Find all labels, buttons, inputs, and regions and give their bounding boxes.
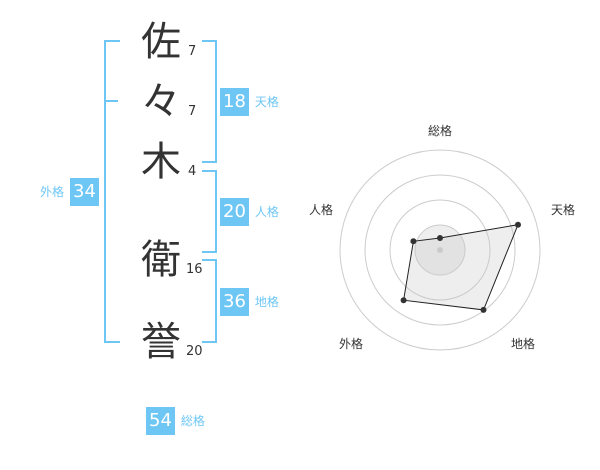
stroke-count-1: 7 xyxy=(188,44,197,59)
radar-ring-3 xyxy=(364,174,516,326)
name-char-2: 々 xyxy=(141,79,181,125)
soukaku-badge: 54 総格 xyxy=(146,407,205,435)
jinkaku-badge: 20 人格 xyxy=(220,198,279,226)
chikaku-value: 36 xyxy=(220,288,249,316)
name-char-3: 木 xyxy=(141,139,181,185)
jinkaku-label: 人格 xyxy=(254,205,279,219)
gaikaku-bracket xyxy=(104,40,120,343)
name-char-5: 誉 xyxy=(141,319,181,365)
gaikaku-badge: 外格 34 xyxy=(40,178,99,206)
soukaku-value: 54 xyxy=(146,407,175,435)
chikaku-label: 地格 xyxy=(254,295,279,309)
radar-chart xyxy=(339,149,541,351)
radar-series-polygon xyxy=(403,224,519,311)
radar-point-0 xyxy=(437,235,443,241)
radar-ring-4 xyxy=(339,149,541,351)
stroke-count-2: 7 xyxy=(188,104,197,119)
radar-point-2 xyxy=(480,306,487,313)
gaikaku-value: 34 xyxy=(70,178,99,206)
tenkaku-value: 18 xyxy=(220,88,249,116)
radar-axis-label-0: 総格 xyxy=(428,124,453,138)
radar-point-3 xyxy=(400,297,407,304)
radar-ring-2 xyxy=(389,199,491,301)
name-char-4: 衛 xyxy=(141,237,181,283)
jinkaku-bracket xyxy=(202,170,217,253)
jinkaku-value: 20 xyxy=(220,198,249,226)
stroke-count-4: 16 xyxy=(186,262,203,277)
radar-axis-label-4: 人格 xyxy=(309,203,334,217)
radar-center-dot xyxy=(437,247,443,253)
radar-axis-label-3: 外格 xyxy=(339,337,364,351)
tenkaku-bracket xyxy=(202,40,217,163)
stroke-count-5: 20 xyxy=(186,344,203,359)
gaikaku-label: 外格 xyxy=(40,185,65,199)
name-char-1: 佐 xyxy=(141,19,181,65)
gaikaku-bracket-tick xyxy=(104,100,118,102)
chikaku-badge: 36 地格 xyxy=(220,288,279,316)
stroke-count-3: 4 xyxy=(188,164,197,179)
tenkaku-label: 天格 xyxy=(254,95,279,109)
radar-axis-label-2: 地格 xyxy=(511,337,536,351)
radar-axis-label-1: 天格 xyxy=(551,203,576,217)
soukaku-label: 総格 xyxy=(180,414,205,428)
radar-point-1 xyxy=(515,221,521,228)
tenkaku-badge: 18 天格 xyxy=(220,88,279,116)
radar-ring-1 xyxy=(414,224,466,276)
chikaku-bracket xyxy=(202,259,217,343)
radar-point-4 xyxy=(410,238,417,245)
